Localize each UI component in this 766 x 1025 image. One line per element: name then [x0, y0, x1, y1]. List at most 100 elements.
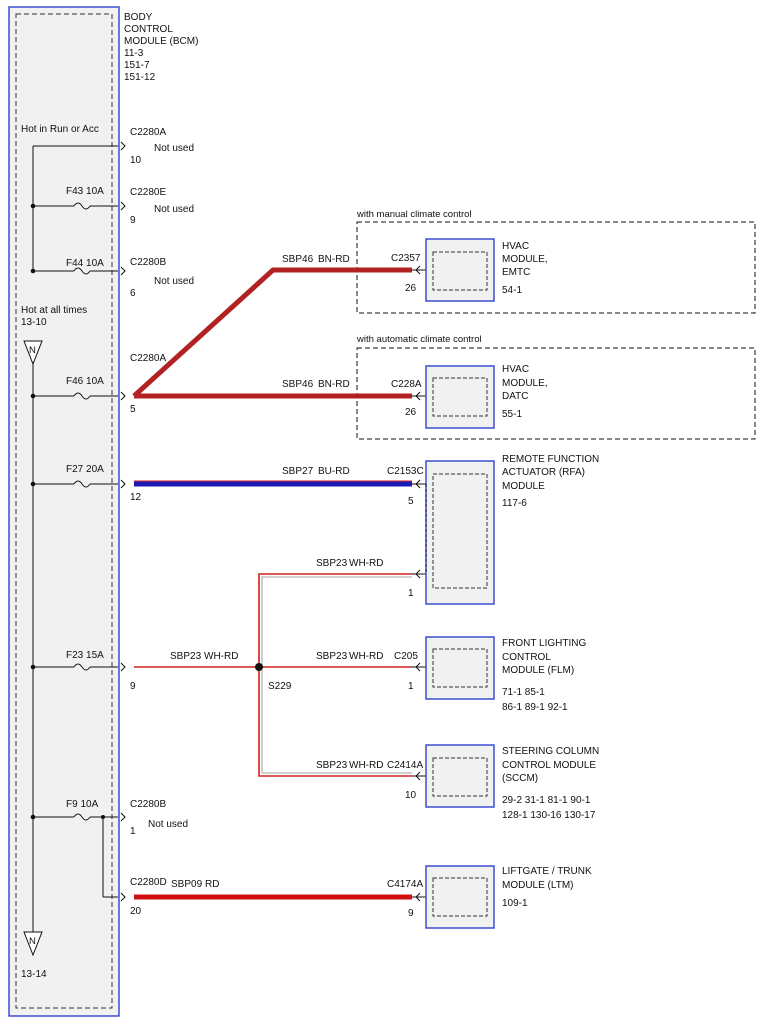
module-name-line: HVAC	[502, 241, 529, 252]
pin-9: 9	[130, 681, 136, 692]
module-name-line: MODULE,	[502, 254, 548, 265]
module-name-line: MODULE,	[502, 378, 548, 389]
ref-top-label: 13-10	[21, 317, 47, 328]
module-name-line: STEERING COLUMN	[502, 746, 599, 757]
fuse-label: F23 15A	[66, 650, 104, 661]
module-pin-label: 5	[408, 496, 414, 507]
module-pin-label: 1	[408, 588, 414, 599]
svg-text:N: N	[29, 345, 36, 356]
run-bus	[32, 145, 118, 272]
module-pin-label: 26	[405, 407, 417, 418]
module-pin-chevrons	[415, 265, 421, 902]
bcm-title-line: 151-12	[124, 72, 156, 83]
svg-text:1: 1	[130, 826, 136, 837]
module-sccm: C2414A 10 STEERING COLUMN CONTROL MODULE…	[387, 744, 599, 821]
svg-text:12: 12	[130, 492, 142, 503]
auto-climate-zone	[356, 347, 756, 440]
module-connector-label: C2153C	[387, 466, 424, 477]
wire-label-circuit: SBP23	[316, 651, 348, 662]
svg-text:C2280A: C2280A	[130, 127, 166, 138]
ref-bottom-label: 13-14	[21, 969, 47, 980]
svg-text:C2280E: C2280E	[130, 187, 166, 198]
svg-text:C2280B: C2280B	[130, 799, 166, 810]
module-name-line: MODULE (FLM)	[502, 665, 574, 676]
module-connector-label: C4174A	[387, 879, 423, 890]
module-connector-label: C2414A	[387, 760, 423, 771]
fuse-label: F43 10A	[66, 186, 104, 197]
module-ref-line: 117-6	[502, 498, 527, 509]
fuse-f46: F46 10A	[66, 376, 118, 400]
pin-c2280b-6: C2280B 6 Not used	[130, 257, 194, 299]
junction-dots	[30, 203, 36, 820]
svg-text:9: 9	[130, 215, 136, 226]
manual-climate-zone	[356, 221, 756, 314]
module-ref-line: 29-2 31-1 81-1 90-1	[502, 795, 591, 806]
fuse-label: F44 10A	[66, 258, 104, 269]
ground-symbol-bottom: N	[23, 931, 43, 957]
fuse-f23: F23 15A	[66, 650, 118, 671]
svg-text:C2280B: C2280B	[130, 257, 166, 268]
battery-bus	[32, 364, 74, 936]
module-ref-line: 54-1	[502, 285, 522, 296]
bcm-inner-dashed	[15, 13, 113, 1009]
module-connector-label: C228A	[391, 379, 422, 390]
pin-c2280e-9: C2280E 9 Not used	[130, 187, 194, 226]
module-pin-label: 26	[405, 283, 417, 294]
module-ref-line: 55-1	[502, 409, 522, 420]
wire-label-color: WH-RD	[204, 651, 238, 662]
bcm-outline	[8, 6, 120, 1017]
wire-sbp46-emtc	[132, 267, 412, 398]
bcm-title-line: CONTROL	[124, 24, 173, 35]
svg-text:Not used: Not used	[154, 143, 194, 154]
fuse-f27: F27 20A	[66, 464, 118, 488]
module-connector-label: C205	[394, 651, 418, 662]
module-hvac-datc: C228A 26 HVAC MODULE, DATC 55-1	[391, 364, 548, 429]
wire-label-color: BN-RD	[318, 254, 350, 265]
module-ltm: C4174A 9 LIFTGATE / TRUNK MODULE (LTM) 1…	[387, 865, 592, 929]
hot-run-label: Hot in Run or Acc	[21, 124, 99, 135]
module-name-line: EMTC	[502, 267, 530, 278]
module-pin-label: 10	[405, 790, 417, 801]
svg-text:C2280D: C2280D	[130, 877, 167, 888]
bcm-title-line: MODULE (BCM)	[124, 36, 198, 47]
bcm-title: BODY CONTROL MODULE (BCM) 11-3 151-7 151…	[124, 12, 198, 83]
pin-c2280a-10: C2280A 10 Not used	[130, 127, 194, 166]
module-name-line: LIFTGATE / TRUNK	[502, 866, 592, 877]
wire-label-circuit: SBP09	[171, 879, 203, 890]
svg-text:C2280A: C2280A	[130, 353, 166, 364]
module-ref-line: 71-1 85-1	[502, 687, 545, 698]
module-rfa: C2153C 5 1 REMOTE FUNCTION ACTUATOR (RFA…	[387, 454, 599, 605]
module-name-line: HVAC	[502, 364, 529, 375]
pin-c2280b-1: C2280B 1 Not used	[130, 799, 188, 837]
module-ref-line: 109-1	[502, 898, 528, 909]
bcm-title-line: 151-7	[124, 60, 150, 71]
wire-label-circuit: SBP46	[282, 379, 314, 390]
auto-climate-label: with automatic climate control	[356, 334, 482, 345]
module-pin-label: 9	[408, 908, 414, 919]
module-name-line: FRONT LIGHTING	[502, 638, 586, 649]
wire-labels: SBP46 BN-RD SBP46 BN-RD SBP27 BU-RD SBP2…	[170, 254, 383, 890]
wire-label-color: RD	[205, 879, 219, 890]
module-pin-stubs	[412, 269, 426, 898]
svg-text:Not used: Not used	[148, 819, 188, 830]
wire-label-color: WH-RD	[349, 760, 383, 771]
fuse-f9: F9 10A	[66, 799, 118, 898]
wire-label-color: BN-RD	[318, 379, 350, 390]
module-ref-line: 86-1 89-1 92-1	[502, 702, 568, 713]
module-name-line: MODULE (LTM)	[502, 880, 573, 891]
bcm-title-line: 11-3	[124, 48, 144, 59]
manual-climate-label: with manual climate control	[356, 209, 472, 220]
wire-label-circuit: SBP23	[316, 558, 348, 569]
fuse-f44: F44 10A	[66, 258, 118, 275]
svg-text:N: N	[29, 936, 36, 947]
module-name-line: ACTUATOR (RFA)	[502, 467, 585, 478]
module-name-line: MODULE	[502, 481, 545, 492]
module-ref-line: 128-1 130-16 130-17	[502, 810, 596, 821]
pin-c2280d-20: C2280D 20	[130, 877, 167, 917]
module-name-line: (SCCM)	[502, 773, 538, 784]
wire-label-color: WH-RD	[349, 651, 383, 662]
svg-text:6: 6	[130, 288, 136, 299]
module-name-line: DATC	[502, 391, 528, 402]
module-hvac-emtc: C2357 26 HVAC MODULE, EMTC 54-1	[391, 238, 548, 302]
